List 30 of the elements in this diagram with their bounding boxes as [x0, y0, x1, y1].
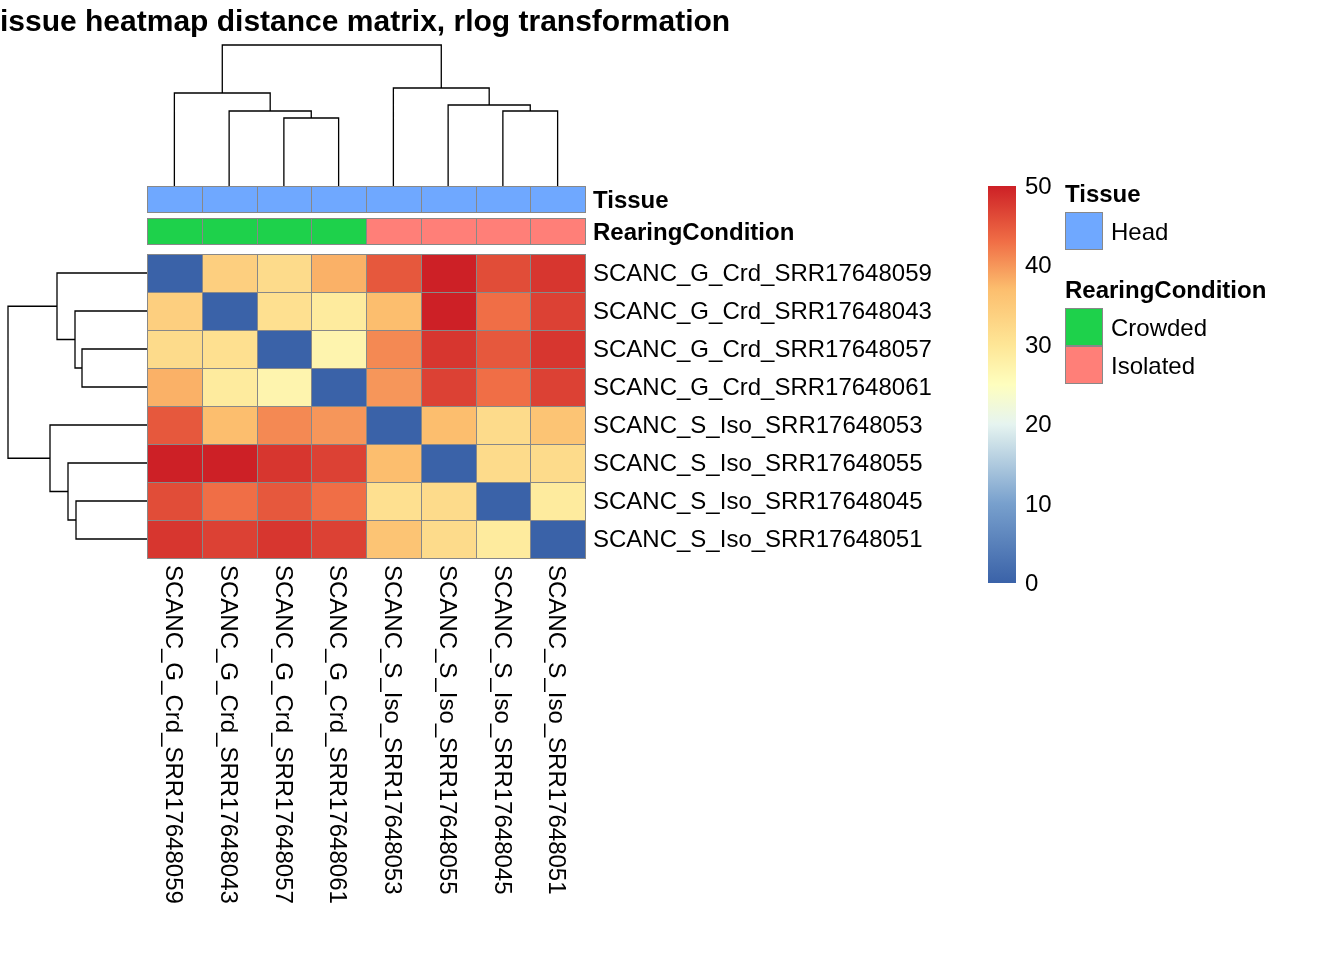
- tick-label: 0: [1025, 569, 1039, 597]
- row-label: SCANC_G_Crd_SRR17648043: [593, 297, 932, 325]
- row-label: SCANC_G_Crd_SRR17648059: [593, 259, 932, 287]
- annotation-label: RearingCondition: [593, 218, 795, 246]
- tick-label: 30: [1025, 330, 1052, 359]
- tick-label: 50: [1025, 172, 1052, 200]
- legend-label: Head: [1111, 218, 1169, 246]
- legend-title: RearingCondition: [1065, 276, 1267, 304]
- row-label: SCANC_S_Iso_SRR17648045: [593, 487, 923, 515]
- tick-label: 40: [1025, 251, 1052, 280]
- column-label: SCANC_S_Iso_SRR17648045: [488, 565, 517, 895]
- column-label: SCANC_G_Crd_SRR17648059: [160, 565, 188, 904]
- column-label: SCANC_S_Iso_SRR17648051: [543, 565, 572, 895]
- tick-label: 10: [1025, 489, 1052, 518]
- tick-label: 20: [1025, 410, 1052, 439]
- column-label: SCANC_G_Crd_SRR17648057: [269, 565, 298, 904]
- annotation-label: Tissue: [593, 186, 669, 214]
- row-label: SCANC_S_Iso_SRR17648053: [593, 411, 923, 439]
- legend-title: Tissue: [1065, 180, 1141, 208]
- column-label: SCANC_G_Crd_SRR17648043: [214, 565, 243, 904]
- column-label: SCANC_G_Crd_SRR17648061: [324, 565, 353, 904]
- row-label: SCANC_G_Crd_SRR17648057: [593, 335, 932, 363]
- row-label: SCANC_G_Crd_SRR17648061: [593, 373, 932, 401]
- column-label: SCANC_S_Iso_SRR17648055: [433, 565, 462, 895]
- legend-label: Crowded: [1111, 314, 1208, 342]
- chart-title: issue heatmap distance matrix, rlog transformation: [0, 4, 731, 38]
- row-label: SCANC_S_Iso_SRR17648051: [593, 525, 923, 553]
- row-label: SCANC_S_Iso_SRR17648055: [593, 449, 923, 477]
- legend-label: Isolated: [1111, 352, 1196, 380]
- column-label: SCANC_S_Iso_SRR17648053: [379, 565, 407, 895]
